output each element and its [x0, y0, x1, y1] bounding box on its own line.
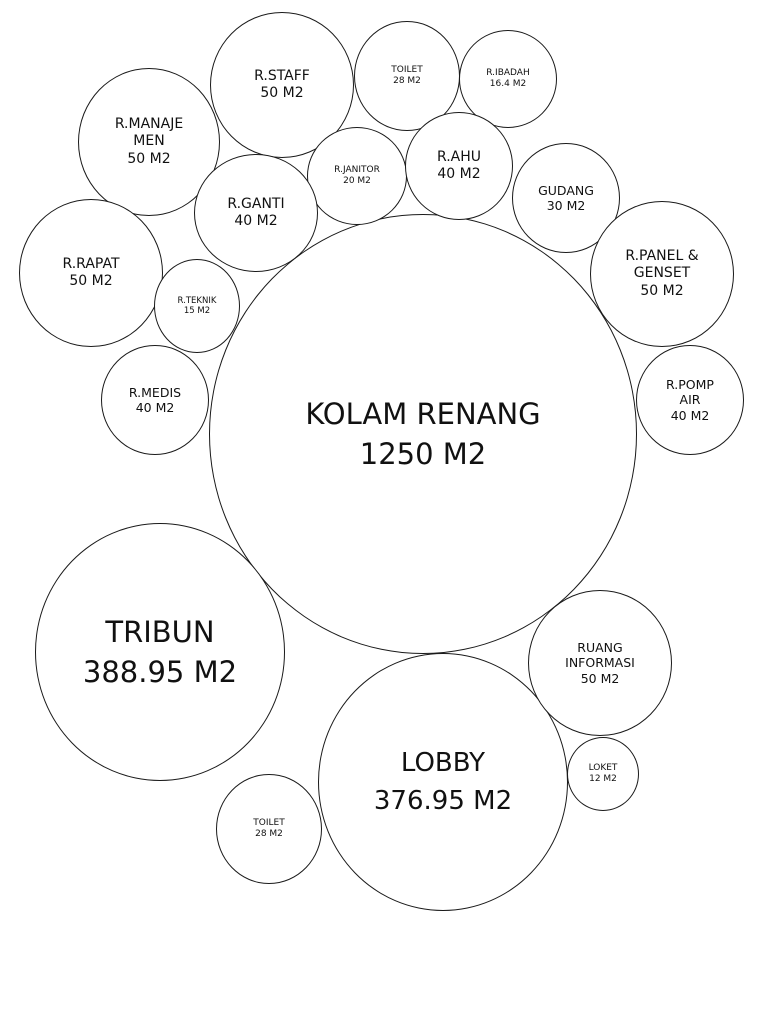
- label-line: R.AHU: [436, 148, 482, 165]
- label-line: 28 M2: [393, 76, 421, 86]
- bubble-r-janitor: R.JANITOR 20 M2: [307, 127, 407, 225]
- label-line: INFORMASI: [565, 655, 635, 671]
- bubble-gudang: GUDANG 30 M2: [512, 143, 620, 253]
- label-line: 50 M2: [640, 282, 684, 299]
- label-line: R.TEKNIK: [177, 295, 217, 306]
- label-line: 12 M2: [589, 774, 617, 784]
- label-line: MEN: [133, 133, 165, 150]
- label-line: R.IBADAH: [486, 68, 530, 79]
- label-line: 20 M2: [343, 176, 371, 186]
- label-line: 28 M2: [255, 829, 283, 839]
- label-line: 376.95 M2: [373, 786, 513, 816]
- label-line: 40 M2: [670, 407, 710, 423]
- bubble-r-staff: R.STAFF 50 M2: [210, 12, 354, 158]
- label-line: R.JANITOR: [334, 165, 380, 176]
- bubble-r-ahu: R.AHU 40 M2: [405, 112, 513, 220]
- label-line: TOILET: [391, 65, 423, 76]
- label-line: RUANG: [577, 640, 623, 656]
- label-line: R.STAFF: [254, 67, 310, 84]
- label-line: R.MEDIS: [128, 384, 182, 400]
- label-line: R.MANAJE: [114, 116, 184, 133]
- bubble-r-manajemen: R.MANAJE MEN 50 M2: [78, 68, 220, 216]
- bubble-toilet-bottom: TOILET 28 M2: [216, 774, 322, 884]
- label-line: 30 M2: [546, 198, 586, 213]
- bubble-r-pomp-air: R.POMP AIR 40 M2: [636, 345, 744, 455]
- label-line: 40 M2: [437, 166, 481, 182]
- label-line: 50 M2: [260, 85, 304, 101]
- label-line: LOBBY: [400, 747, 486, 778]
- bubble-r-ganti: R.GANTI 40 M2: [194, 154, 318, 272]
- bubble-r-ibadah: R.IBADAH 16.4 M2: [459, 30, 557, 128]
- label-line: 50 M2: [580, 670, 620, 686]
- bubble-r-panel-genset: R.PANEL & GENSET 50 M2: [590, 201, 734, 347]
- label-line: LOKET: [588, 763, 618, 774]
- bubble-ruang-informasi: RUANG INFORMASI 50 M2: [528, 590, 672, 736]
- label-line: 50 M2: [127, 150, 171, 167]
- label-line: 16.4 M2: [489, 79, 527, 89]
- label-line: R.PANEL &: [625, 248, 699, 265]
- bubble-loket: LOKET 12 M2: [567, 737, 639, 811]
- label-line: TRIBUN: [105, 614, 215, 649]
- label-line: KOLAM RENANG: [305, 396, 541, 431]
- label-line: GENSET: [633, 265, 691, 282]
- label-line: 1250 M2: [359, 437, 487, 471]
- bubble-lobby: LOBBY 376.95 M2: [318, 653, 568, 911]
- label-line: R.POMP: [666, 377, 714, 393]
- label-line: TOILET: [253, 818, 285, 829]
- label-line: 388.95 M2: [82, 655, 238, 689]
- label-line: 40 M2: [234, 213, 278, 229]
- label-line: 50 M2: [69, 273, 113, 289]
- bubble-tribun: TRIBUN 388.95 M2: [35, 523, 285, 781]
- bubble-r-medis: R.MEDIS 40 M2: [101, 345, 209, 455]
- bubble-r-rapat: R.RAPAT 50 M2: [19, 199, 163, 347]
- label-line: R.GANTI: [227, 195, 285, 212]
- label-line: R.RAPAT: [62, 255, 120, 272]
- label-line: 40 M2: [135, 400, 175, 415]
- label-line: GUDANG: [538, 182, 594, 198]
- bubble-r-teknik: R.TEKNIK 15 M2: [154, 259, 240, 353]
- label-line: 15 M2: [183, 306, 211, 316]
- label-line: AIR: [679, 392, 701, 408]
- bubble-kolam-renang: KOLAM RENANG 1250 M2: [209, 214, 637, 654]
